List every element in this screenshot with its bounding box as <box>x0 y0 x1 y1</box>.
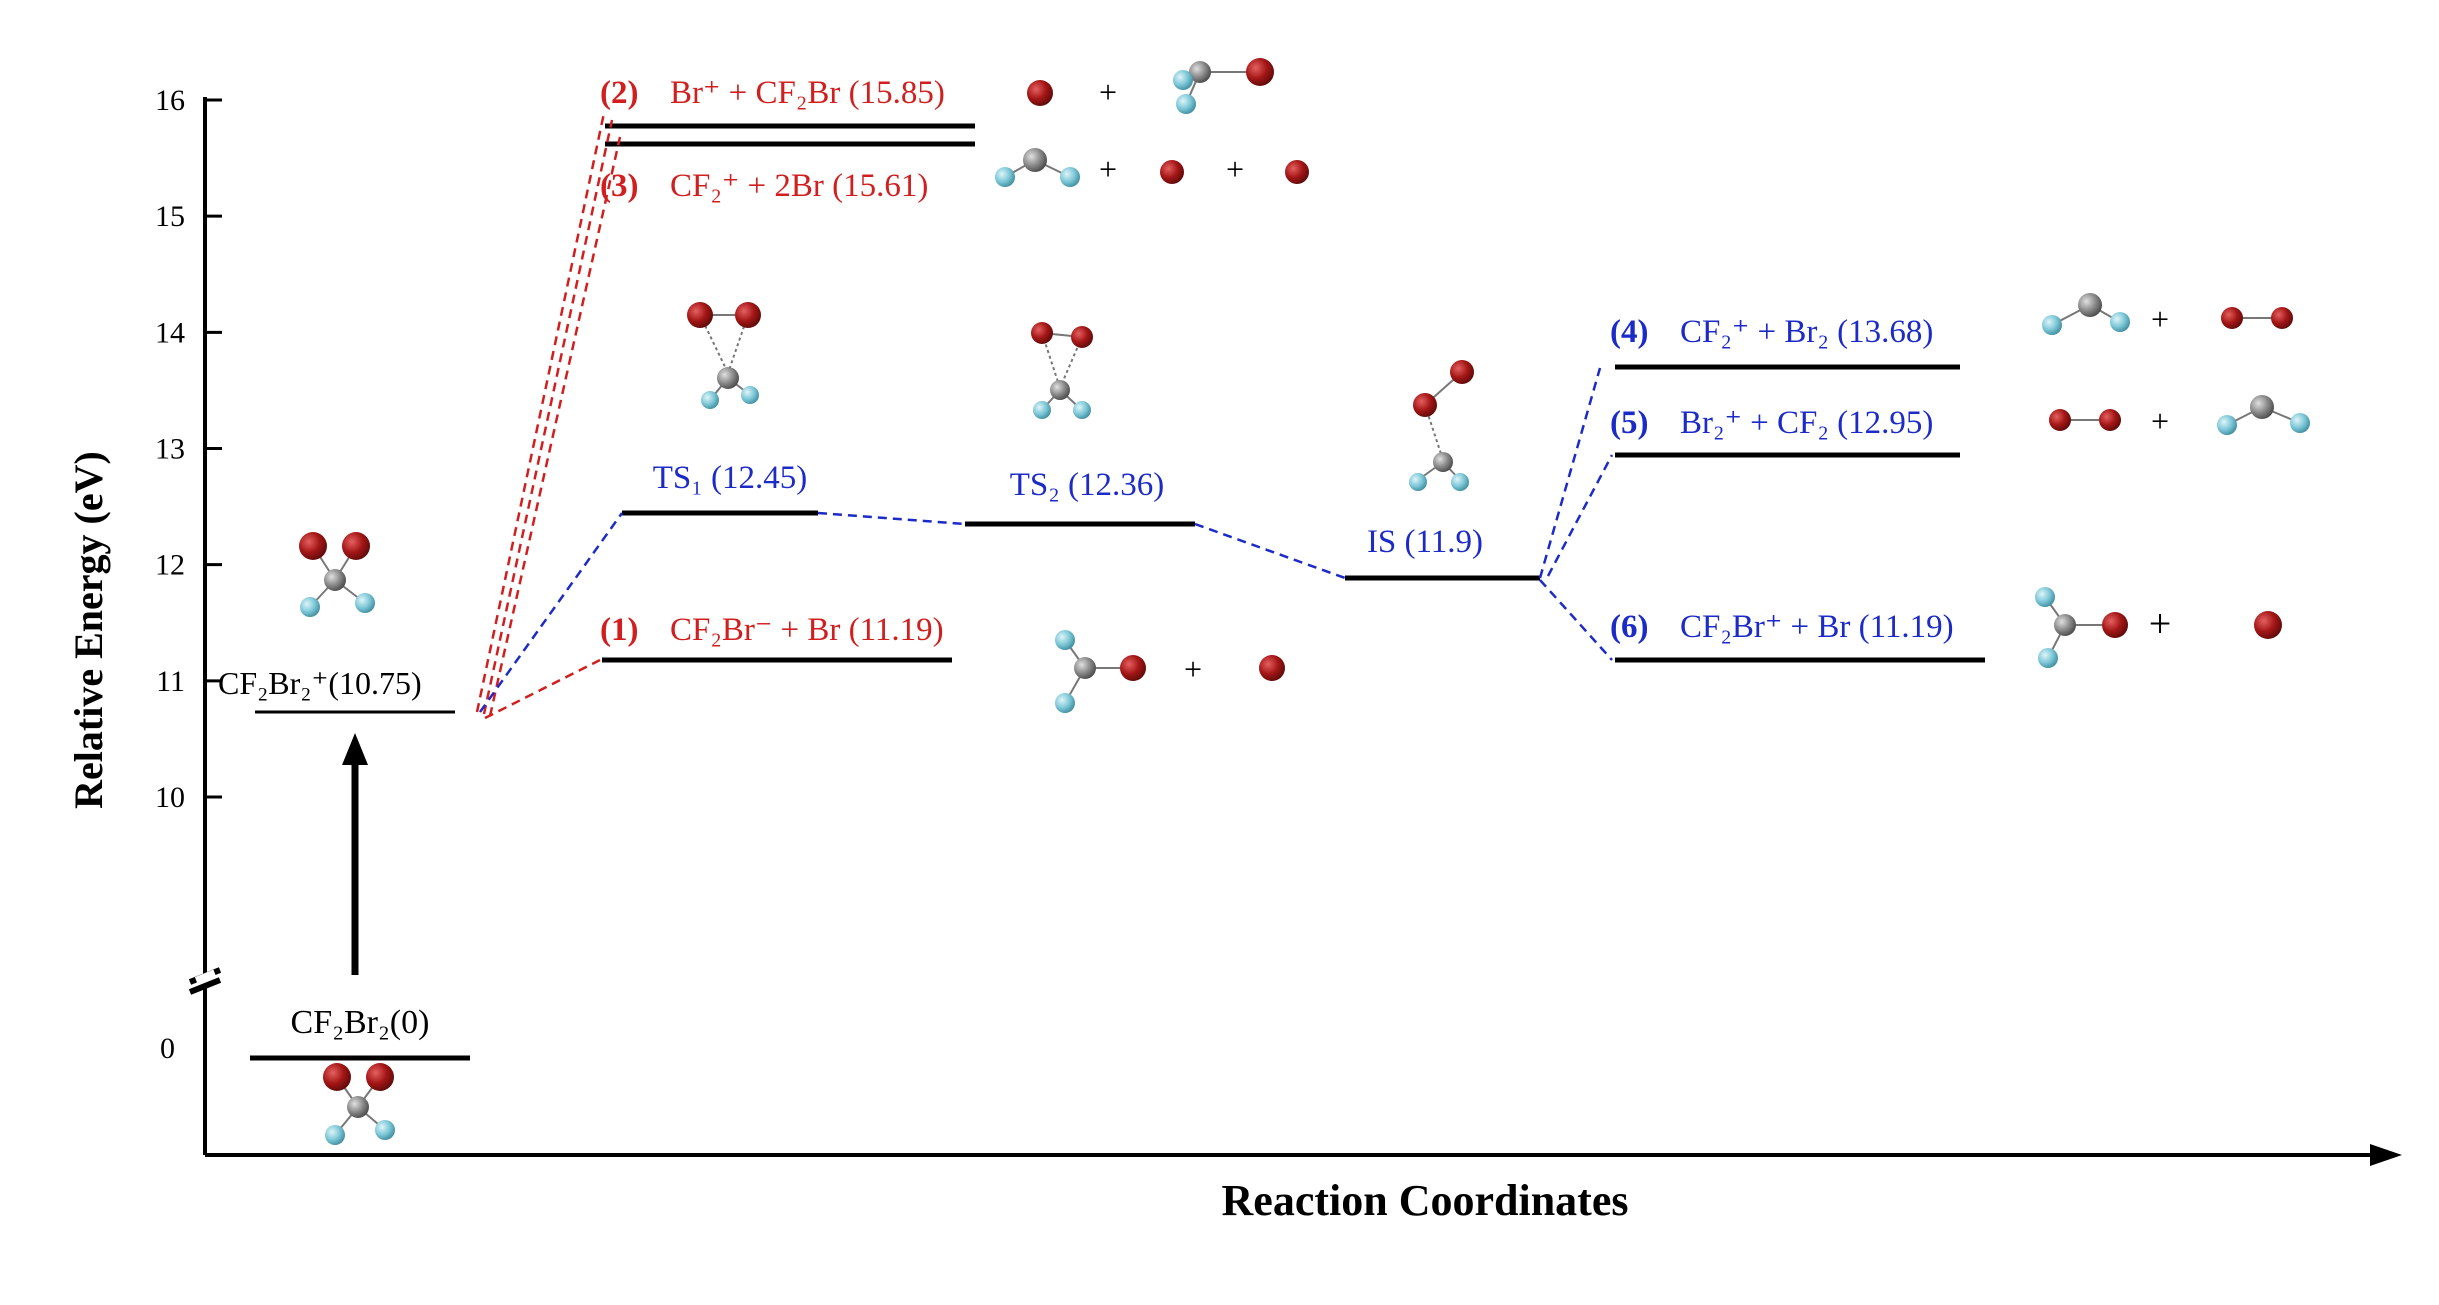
plus-sign: + <box>2149 601 2172 646</box>
molecule-cf2 <box>2042 293 2130 335</box>
y-tick-label: 10 <box>155 781 185 814</box>
label-ch4-num: (4) <box>1610 314 1648 350</box>
y-tick-label: 11 <box>156 665 185 698</box>
plus-sign: + <box>1099 151 1117 187</box>
label-ch6: CF₂Br⁺ + Br (11.19) <box>1680 609 1954 645</box>
plus-signs: + + + + + + + <box>1099 74 2171 687</box>
red-connectors <box>475 112 622 720</box>
molecule-br-atom <box>1259 655 1285 681</box>
label-ch2: Br⁺ + CF₂Br (15.85) <box>670 75 945 111</box>
molecule-cf2br-radical <box>1173 58 1274 114</box>
molecule-br-atom <box>1285 160 1309 184</box>
label-ts1: TS₁ (12.45) <box>653 460 808 496</box>
label-ch3: CF₂⁺ + 2Br (15.61) <box>670 168 928 204</box>
molecule-br2 <box>2049 409 2121 431</box>
molecules <box>299 58 2310 1145</box>
label-ch6-num: (6) <box>1610 609 1648 645</box>
label-ch2-num: (2) <box>600 75 638 111</box>
molecule-ts2 <box>1031 322 1093 419</box>
label-ch5: Br₂⁺ + CF₂ (12.95) <box>1680 405 1933 441</box>
x-axis-arrowhead <box>2370 1144 2402 1166</box>
axes: 10 11 12 13 14 15 16 0 Relative Energy (eV) Re… <box>66 84 2402 1225</box>
molecule-br-atom <box>1027 80 1053 106</box>
molecule-br2 <box>2221 307 2293 329</box>
label-parent-ion: CF₂Br₂⁺(10.75) <box>218 665 422 701</box>
x-axis-label: Reaction Coordinates <box>1222 1176 1629 1225</box>
molecule-cf2br2-cation <box>299 532 375 617</box>
label-ch4: CF₂⁺ + Br₂ (13.68) <box>1680 314 1933 350</box>
label-ch1: CF₂Br⁻ + Br (11.19) <box>670 612 944 648</box>
molecule-br-atom <box>1160 160 1184 184</box>
label-ch3-num: (3) <box>600 168 638 204</box>
plus-sign: + <box>1099 74 1117 110</box>
label-is: IS (11.9) <box>1367 524 1483 560</box>
molecule-cf2 <box>2217 395 2310 435</box>
molecule-is <box>1409 360 1474 491</box>
plus-sign: + <box>1184 651 1202 687</box>
excitation-arrow <box>342 733 368 975</box>
y-tick-label: 14 <box>155 316 185 349</box>
molecule-cf2br-cation <box>2035 587 2128 668</box>
y-tick-label: 15 <box>155 200 185 233</box>
y-tick-label-zero: 0 <box>160 1032 175 1065</box>
y-ticks: 10 11 12 13 14 15 16 <box>155 84 222 814</box>
plus-sign: + <box>1226 151 1244 187</box>
blue-connectors <box>478 367 1614 713</box>
molecule-cf2 <box>995 148 1080 187</box>
axis-break-mark <box>188 967 222 995</box>
label-ground: CF₂Br₂(0) <box>291 1004 430 1041</box>
y-tick-label: 12 <box>155 549 185 582</box>
label-ch1-num: (1) <box>600 612 638 648</box>
level-labels: CF₂Br₂(0) CF₂Br₂⁺(10.75) (2) Br⁺ + CF₂Br… <box>218 75 1954 1041</box>
molecule-br-atom <box>2254 611 2282 639</box>
plus-sign: + <box>2151 301 2169 337</box>
label-ts2: TS₂ (12.36) <box>1010 467 1165 503</box>
y-axis-label: Relative Energy (eV) <box>66 451 111 809</box>
energy-levels <box>250 123 1985 1061</box>
molecule-cf2br-anion <box>1055 630 1146 713</box>
plus-sign: + <box>2151 403 2169 439</box>
y-tick-label: 16 <box>155 84 185 117</box>
label-ch5-num: (5) <box>1610 405 1648 441</box>
molecule-ts1 <box>687 302 761 409</box>
y-tick-label: 13 <box>155 433 185 466</box>
molecule-cf2br2-ground <box>323 1063 395 1145</box>
